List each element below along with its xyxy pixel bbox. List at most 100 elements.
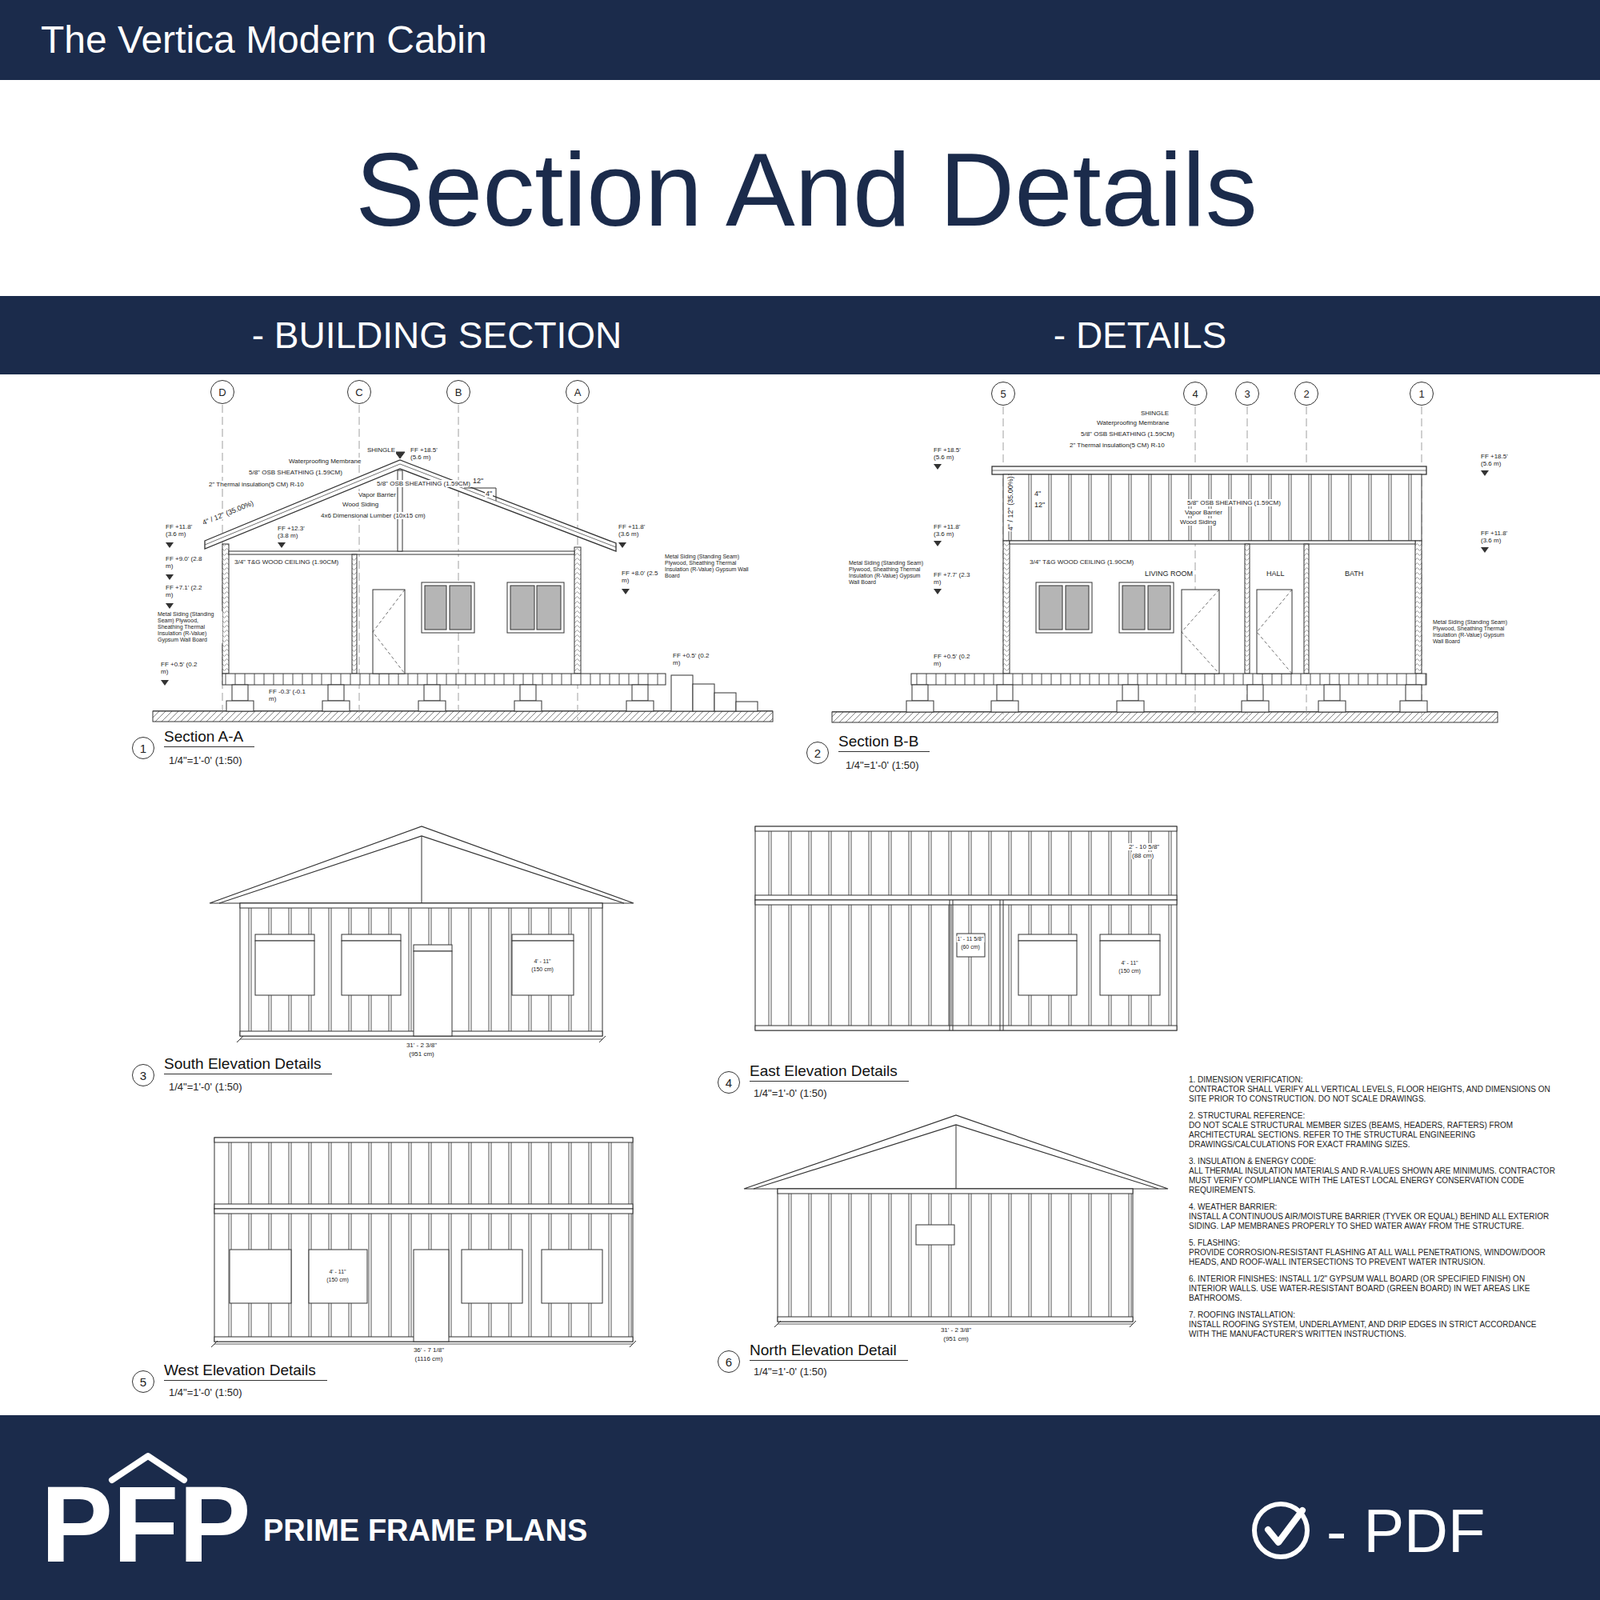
annotation: 2" Thermal insulation(5 CM) R-10 [1068, 441, 1166, 449]
section-b-b-part [1039, 585, 1063, 630]
logo-graphics [112, 1456, 1308, 1557]
callout-digit: 1 [140, 741, 147, 756]
north-elevation-part [777, 1188, 1133, 1194]
view-title: North Elevation Detail [749, 1342, 908, 1361]
east-elevation-part [755, 826, 1177, 900]
section-a-a-part [671, 675, 693, 712]
note-text: CONTRACTOR SHALL VERIFY ALL VERTICAL LEV… [1188, 1084, 1557, 1104]
east-elevation-part [755, 1025, 1177, 1031]
annotation: (60 cm) [960, 944, 981, 951]
callout-digit: 2 [814, 746, 821, 760]
south-elevation-part [341, 940, 401, 996]
view-title: West Elevation Details [164, 1362, 328, 1381]
annotation: Metal Siding (Standing Seam) Plywood, Sh… [848, 560, 930, 586]
callout-digit: 4 [725, 1076, 732, 1090]
annotation: LIVING ROOM [1144, 569, 1194, 578]
east-elevation-part [1018, 940, 1077, 996]
section-a-a-part [395, 452, 405, 459]
grid-letter: 4 [1192, 388, 1198, 400]
section-b-b-part [912, 684, 928, 701]
note-heading: 7. ROOFING INSTALLATION: [1188, 1310, 1557, 1320]
footer-band: PFPPRIME FRAME PLANS- PDF [0, 1415, 1600, 1600]
south-elevation-part [240, 903, 603, 908]
annotation: Wood Siding [341, 500, 380, 508]
callout-number: 2Section B-B [806, 741, 829, 764]
grid-letter: B [455, 386, 463, 399]
section-a-a-part [424, 585, 447, 630]
annotation: (951 cm) [408, 1050, 436, 1058]
annotation: FF +0.5' (0.2 m) [932, 652, 972, 668]
section-a-a-part [736, 701, 758, 712]
annotation: 4" [1033, 489, 1042, 498]
section-a-a-part [160, 542, 630, 686]
view-title: South Elevation Details [164, 1056, 332, 1075]
callout-digit: 3 [140, 1068, 147, 1083]
annotation: Metal Siding (Standing Seam) Plywood, Sh… [156, 611, 223, 644]
south-elevation-part [255, 940, 315, 996]
south-elevation-part [512, 940, 574, 996]
section-a-a-part [714, 692, 736, 712]
section-a-a-part [352, 554, 357, 674]
section-b-b-part [1405, 684, 1422, 701]
west-elevation-part [214, 1344, 633, 1345]
north-elevation-part [916, 1224, 955, 1245]
annotation: FF -0.3' (-0.1 m) [268, 688, 314, 703]
annotation: 36' - 7 1/8" [412, 1346, 445, 1354]
grid-letter: D [218, 386, 226, 399]
annotation: FF +11.8' (3.6 m) [617, 523, 656, 538]
logo-graphics-part [1268, 1510, 1303, 1543]
band-text: - PDF [1326, 1500, 1485, 1562]
annotation: FF +11.8' (3.6 m) [1480, 529, 1519, 544]
annotation: FF +0.5' (0.2 m) [672, 652, 711, 667]
annotation: (150 cm) [325, 1276, 350, 1284]
annotation: 3/4" T&G WOOD CEILING (1.90CM) [1028, 558, 1135, 566]
section-a-a-part-part [160, 680, 169, 686]
east-elevation-part [755, 826, 1177, 832]
note-heading: 3. INSULATION & ENERGY CODE: [1188, 1156, 1557, 1167]
section-a-a-part [322, 700, 350, 712]
callout-number: 1Section A-A [132, 736, 155, 760]
north-elevation [744, 1115, 1168, 1328]
grid-letter: C [355, 386, 363, 399]
section-a-a-part [510, 585, 535, 630]
annotation: HALL [1265, 569, 1286, 578]
annotation: BATH [1344, 569, 1364, 578]
south-elevation-part [512, 934, 574, 941]
south-elevation-part [240, 1039, 603, 1040]
annotation: FF +9.0' (2.8 m) [164, 555, 204, 570]
annotation: SHINGLE [1140, 409, 1170, 417]
annotation: (951 cm) [942, 1335, 970, 1343]
section-a-a-part [626, 700, 654, 712]
west-elevation-part [211, 1340, 218, 1348]
west-elevation-part [308, 1249, 368, 1304]
section-b-b-part [1119, 582, 1174, 633]
annotation: Waterproofing Membrane [1096, 419, 1170, 427]
east-elevation-part [1000, 900, 1001, 1031]
section-b-b-part-part [1480, 547, 1489, 553]
annotation: 3/4" T&G WOOD CEILING (1.90CM) [233, 558, 340, 566]
section-b-b-part [996, 684, 1013, 701]
west-elevation-part [629, 1340, 636, 1348]
navy-bands-part [0, 296, 1600, 375]
section-b-b-part [911, 673, 1427, 685]
note-text: INSTALL ROOFING SYSTEM, UNDERLAYMENT, AN… [1188, 1320, 1557, 1340]
grid-bubble: 3 [1235, 381, 1260, 406]
annotation: SHINGLE [366, 446, 396, 454]
annotation: FF +18.5' (5.6 m) [409, 446, 448, 461]
grid-bubble: A [565, 380, 590, 404]
section-band: - BUILDING SECTION- DETAILS [0, 296, 1600, 375]
section-a-a-part [232, 684, 248, 701]
section-b-b-part [1181, 589, 1220, 674]
north-elevation-part [744, 1115, 1168, 1189]
section-a-a-part [204, 464, 616, 548]
section-a-a-part-part [359, 404, 360, 720]
south-elevation-part [236, 1036, 244, 1043]
east-elevation-part [952, 900, 954, 1031]
annotation: 31' - 2 3/8" [940, 1326, 972, 1334]
section-a-a-part [226, 700, 254, 712]
annotation: (1116 cm) [414, 1355, 444, 1363]
section-b-b-part [991, 700, 1019, 712]
section-b-b-part [906, 700, 934, 712]
band-text: - BUILDING SECTION [252, 316, 623, 354]
annotation: 5/8" OSB SHEATHING (1.59CM) [248, 468, 344, 476]
